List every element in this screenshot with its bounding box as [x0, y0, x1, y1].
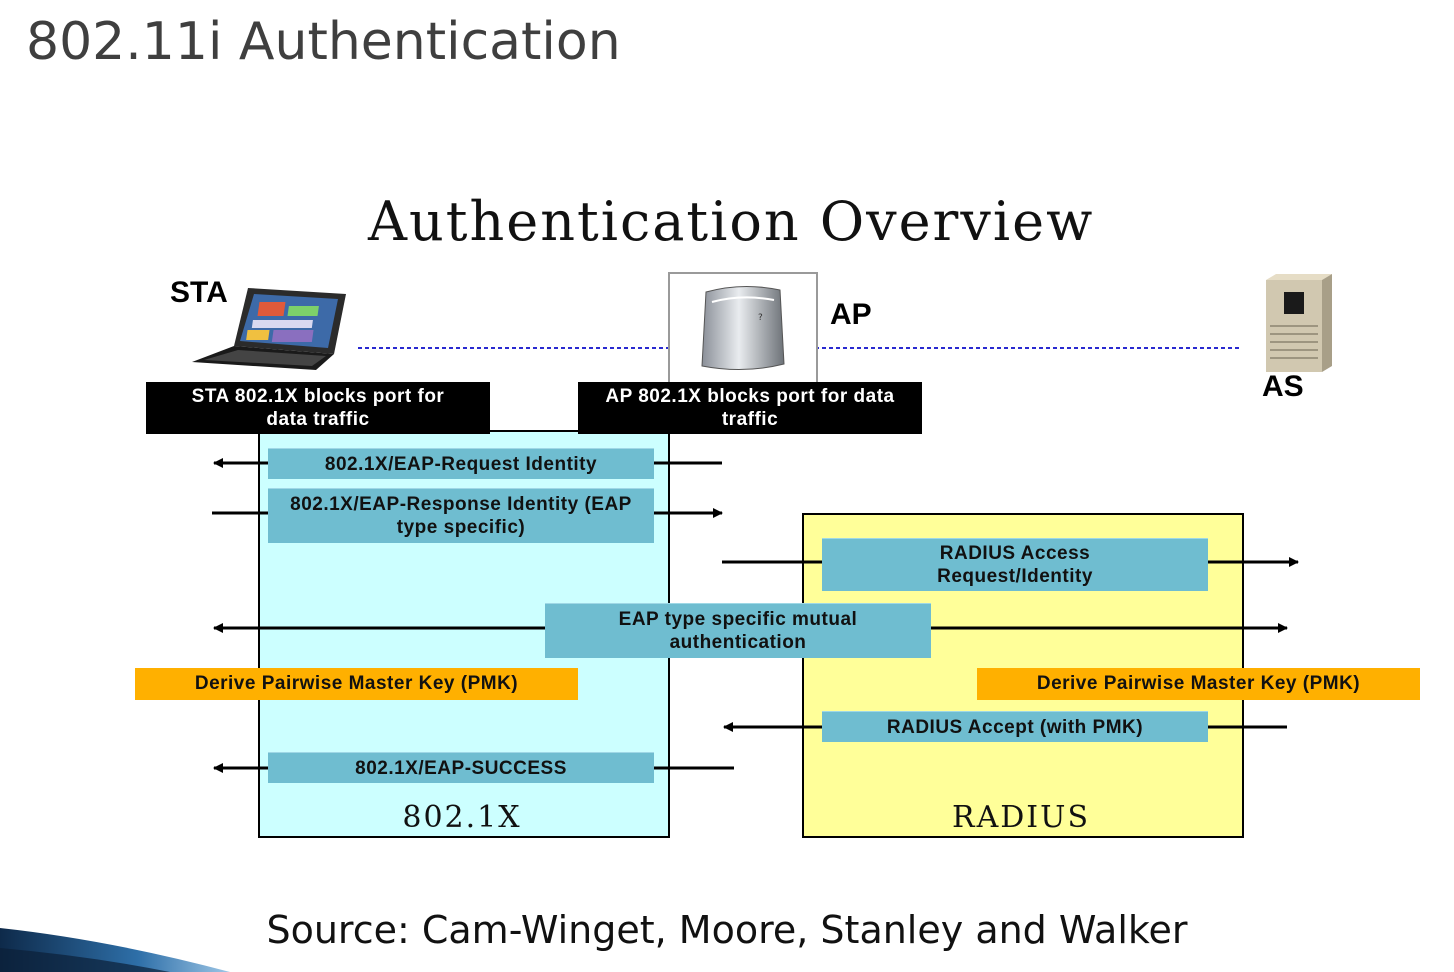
sta-label: STA — [170, 276, 228, 309]
ap-label: AP — [830, 298, 872, 331]
sta-port-block-text: STA 802.1X blocks port for data traffic — [191, 386, 445, 430]
msg-radius-access-text: RADIUS Access Request/Identity — [937, 543, 1093, 587]
access-point-icon: ? — [701, 285, 785, 371]
server-icon — [1266, 274, 1332, 372]
laptop-icon — [192, 288, 346, 370]
slide-title: 802.11i Authentication — [26, 12, 621, 72]
radius-region-label: RADIUS — [952, 800, 1090, 835]
sta-port-block: STA 802.1X blocks port for data traffic — [146, 382, 490, 434]
msg-mutual-auth: EAP type specific mutual authentication — [545, 603, 931, 658]
msg-response-identity: 802.1X/EAP-Response Identity (EAP type s… — [268, 488, 654, 543]
msg-request-identity-text: 802.1X/EAP-Request Identity — [324, 453, 598, 475]
ap-port-block-text: AP 802.1X blocks port for data traffic — [605, 386, 895, 430]
diagram-title: Authentication Overview — [368, 190, 1095, 253]
msg-radius-accept-text: RADIUS Accept (with PMK) — [886, 716, 1144, 738]
msg-mutual-auth-text: EAP type specific mutual authentication — [618, 609, 858, 653]
msg-eap-success: 802.1X/EAP-SUCCESS — [268, 752, 654, 783]
svg-text:?: ? — [758, 313, 763, 323]
msg-response-identity-text: 802.1X/EAP-Response Identity (EAP type s… — [290, 494, 632, 538]
msg-radius-accept: RADIUS Accept (with PMK) — [822, 711, 1208, 742]
source-caption: Source: Cam-Winget, Moore, Stanley and W… — [266, 908, 1188, 952]
msg-radius-access: RADIUS Access Request/Identity — [822, 538, 1208, 591]
slide-swoosh-decoration — [0, 928, 230, 972]
msg-request-identity: 802.1X/EAP-Request Identity — [268, 448, 654, 479]
pmk-sta-text: Derive Pairwise Master Key (PMK) — [194, 673, 519, 694]
ap-port-block: AP 802.1X blocks port for data traffic — [578, 382, 922, 434]
msg-eap-success-text: 802.1X/EAP-SUCCESS — [355, 757, 567, 779]
as-label: AS — [1262, 370, 1304, 403]
pmk-sta: Derive Pairwise Master Key (PMK) — [135, 668, 578, 700]
pmk-as-text: Derive Pairwise Master Key (PMK) — [1036, 673, 1361, 694]
pmk-as: Derive Pairwise Master Key (PMK) — [977, 668, 1420, 700]
dot1x-region-label: 802.1X — [402, 800, 522, 835]
